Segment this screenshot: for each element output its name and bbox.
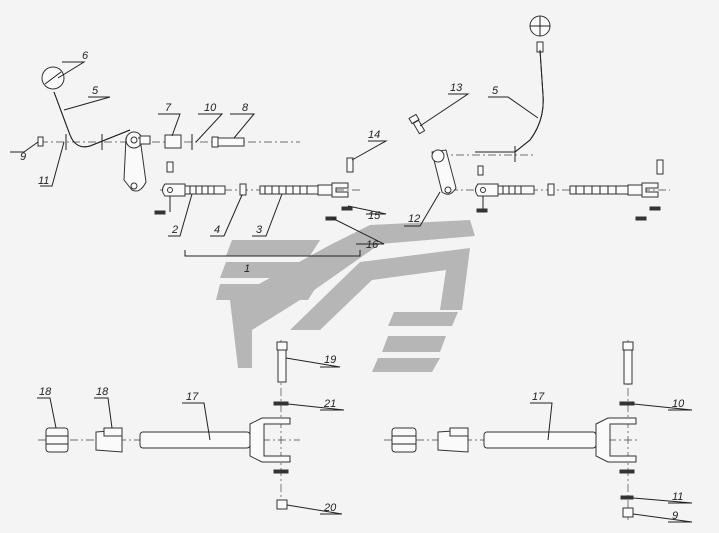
callout-5-left: 5	[92, 85, 99, 97]
callout-11-top: 11	[38, 175, 49, 187]
callout-4: 4	[214, 224, 220, 236]
callout-14: 14	[368, 129, 380, 141]
shaft-part-17b	[483, 417, 637, 463]
callout-5-right: 5	[492, 85, 499, 97]
nut-part-18b	[95, 427, 123, 453]
callout-6: 6	[82, 50, 89, 62]
nut-right-a	[391, 427, 417, 453]
callout-17-left: 17	[186, 391, 199, 403]
callout-3: 3	[256, 224, 263, 236]
watermark-logo	[216, 220, 475, 372]
callout-18-b: 18	[96, 386, 109, 398]
callout-11-bottom: 11	[672, 491, 683, 503]
callout-17-right: 17	[532, 391, 545, 403]
callout-13: 13	[450, 82, 463, 94]
callout-8: 8	[242, 102, 249, 114]
callout-9-bottom: 9	[672, 510, 678, 522]
rod-end-part-2	[154, 183, 226, 215]
rod-part-3	[259, 182, 349, 198]
callout-1: 1	[244, 263, 250, 275]
callout-9-top: 9	[20, 151, 26, 163]
knob-part-6	[41, 66, 65, 90]
callout-18-a: 18	[39, 386, 52, 398]
left-lever-assembly	[37, 66, 361, 257]
leader-lines	[10, 61, 693, 523]
lower-left-shaft-assembly	[38, 340, 300, 510]
bolt-part-13	[408, 113, 426, 135]
callout-labels: 6 5 9 11 7 10 8 2 4 3 1 14 15 16 13 5 12…	[20, 50, 685, 522]
callout-16: 16	[366, 239, 379, 251]
callout-19: 19	[324, 354, 336, 366]
knob-right	[529, 15, 551, 37]
nut-right-b	[437, 427, 469, 453]
arm-part-12	[431, 149, 457, 195]
bracket-arm	[123, 131, 151, 192]
callout-2: 2	[171, 224, 178, 236]
callout-7: 7	[165, 102, 172, 114]
nut-part-18a	[45, 427, 69, 453]
callout-21: 21	[323, 398, 336, 410]
right-lever-assembly	[408, 15, 670, 221]
callout-15: 15	[368, 210, 381, 222]
callout-10-bottom: 10	[672, 398, 685, 410]
callout-20: 20	[323, 502, 337, 514]
callout-10-top: 10	[204, 102, 217, 114]
shaft-part-17a	[139, 417, 291, 463]
bolt-part-8	[211, 136, 245, 148]
lower-right-shaft-assembly	[384, 340, 640, 520]
callout-12: 12	[408, 213, 420, 225]
